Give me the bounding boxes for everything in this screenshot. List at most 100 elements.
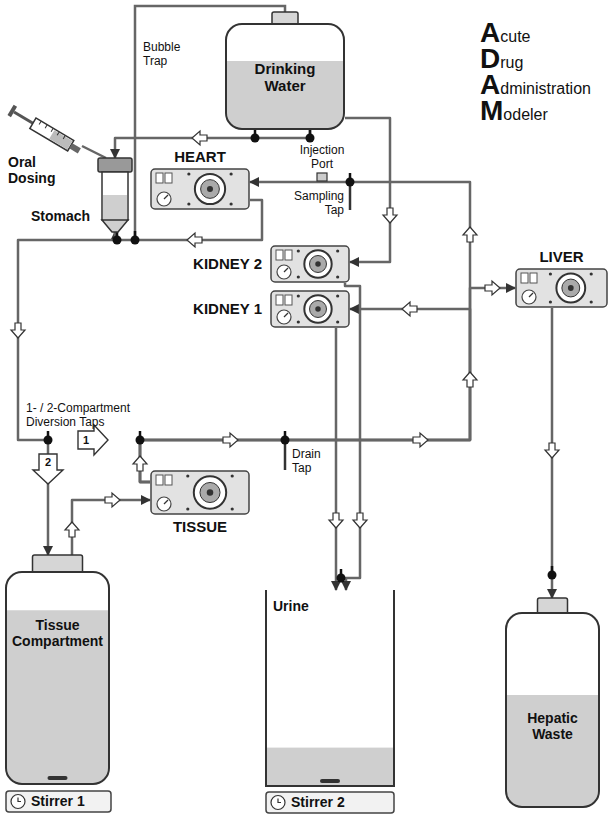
flow-arrow bbox=[383, 208, 397, 223]
display bbox=[285, 295, 292, 305]
rotor bbox=[562, 279, 580, 297]
pump-housing bbox=[151, 471, 249, 514]
rotor bbox=[310, 301, 327, 318]
dial bbox=[157, 497, 171, 511]
urine-beaker-drawing bbox=[266, 590, 394, 786]
node-label: TISSUE bbox=[173, 518, 227, 535]
screw bbox=[336, 275, 339, 278]
peristaltic-pump-outline bbox=[270, 245, 350, 283]
syringe-outline bbox=[8, 106, 82, 150]
screw bbox=[230, 172, 233, 175]
pump-head bbox=[195, 174, 225, 204]
screw bbox=[297, 294, 300, 297]
waste-bottle-drawing bbox=[506, 598, 599, 807]
magnetic-stirrer: Stirrer 1 bbox=[5, 790, 112, 813]
pump-housing bbox=[271, 246, 349, 282]
fluid bbox=[507, 695, 598, 806]
display bbox=[530, 273, 537, 283]
hub bbox=[315, 306, 320, 311]
fluid bbox=[7, 610, 108, 783]
rotor bbox=[200, 482, 220, 502]
stirrer-base bbox=[6, 791, 111, 812]
syringe: Oral Dosing bbox=[8, 106, 82, 150]
plunger bbox=[7, 105, 17, 117]
pump-head bbox=[194, 476, 226, 508]
display bbox=[276, 295, 283, 305]
flow-arrow bbox=[223, 433, 238, 447]
flow-arrow bbox=[463, 227, 477, 242]
screw bbox=[230, 202, 233, 205]
node-label: Stirrer 2 bbox=[291, 794, 345, 810]
display bbox=[156, 173, 163, 183]
tap-valve bbox=[281, 431, 290, 445]
node-label: LIVER bbox=[539, 248, 583, 265]
timer-hands bbox=[278, 799, 281, 803]
flow-arrow bbox=[545, 443, 559, 458]
screw bbox=[297, 275, 300, 278]
tube-cone bbox=[102, 220, 128, 232]
scale-mark bbox=[57, 132, 59, 135]
scale-mark bbox=[45, 125, 47, 128]
flow-arrow bbox=[192, 131, 207, 145]
pump-head bbox=[304, 295, 331, 322]
display bbox=[165, 173, 172, 183]
waste-bottle: Hepatic Waste bbox=[505, 598, 600, 808]
bottle-cap bbox=[538, 598, 568, 614]
compartment-bottle-drawing bbox=[6, 555, 109, 784]
scale-mark bbox=[63, 135, 65, 138]
screw bbox=[549, 300, 552, 303]
peristaltic-pump: LIVER bbox=[515, 268, 608, 308]
flow-arrow bbox=[485, 281, 500, 295]
tubing-connector bbox=[82, 146, 106, 158]
part-label: Injection Port bbox=[290, 143, 354, 172]
barrel bbox=[30, 118, 74, 151]
node-label: Oral Dosing bbox=[8, 154, 62, 186]
peristaltic-pump: KIDNEY 1 bbox=[270, 290, 350, 328]
hub bbox=[568, 285, 574, 291]
screw bbox=[231, 474, 234, 477]
tap-valve bbox=[131, 231, 140, 245]
node-label: Stomach bbox=[31, 208, 90, 224]
callout-number: 2 bbox=[42, 455, 54, 469]
stir-bar bbox=[320, 779, 340, 783]
node-label: HEART bbox=[174, 148, 226, 165]
pump-housing bbox=[151, 169, 249, 209]
tap-valve bbox=[306, 129, 315, 143]
bottle-outline bbox=[506, 613, 599, 807]
display bbox=[156, 475, 163, 485]
screw bbox=[590, 272, 593, 275]
node-label: Drinking Water bbox=[243, 60, 327, 95]
stirrer-base bbox=[266, 792, 394, 813]
tap-valve bbox=[113, 231, 122, 245]
tube-cap bbox=[98, 158, 132, 172]
tap-valve bbox=[337, 569, 346, 583]
tubing-connector bbox=[72, 500, 150, 555]
dial bbox=[157, 192, 171, 206]
tubing-connector bbox=[335, 328, 338, 590]
part-label: 1- / 2-Compartment Diversion Taps bbox=[26, 401, 158, 430]
callout-number: 1 bbox=[80, 433, 92, 447]
flow-arrow bbox=[413, 433, 428, 447]
peristaltic-pump-drawing bbox=[516, 269, 607, 307]
syringe-drawing bbox=[7, 105, 82, 156]
tubing-connector bbox=[345, 283, 360, 590]
rotor bbox=[310, 256, 327, 273]
screw bbox=[297, 249, 300, 252]
node-label: Urine bbox=[273, 598, 309, 614]
flow-arrow bbox=[33, 454, 63, 484]
flow-arrow bbox=[78, 425, 108, 455]
scale-mark bbox=[51, 128, 53, 131]
bottle-body bbox=[6, 572, 109, 784]
flow-arrow bbox=[402, 302, 417, 316]
tubing-connector bbox=[140, 182, 470, 482]
fluid bbox=[267, 748, 393, 785]
flow-arrow bbox=[105, 493, 120, 507]
timer-icon bbox=[271, 796, 285, 810]
screw bbox=[549, 272, 552, 275]
flow-arrow bbox=[463, 372, 477, 387]
tubing-connector bbox=[140, 309, 470, 482]
dose bbox=[49, 130, 72, 149]
node-label: Tissue Compartment bbox=[7, 617, 108, 649]
magnetic-stirrer-drawing bbox=[6, 791, 111, 812]
timer-icon bbox=[11, 795, 25, 809]
